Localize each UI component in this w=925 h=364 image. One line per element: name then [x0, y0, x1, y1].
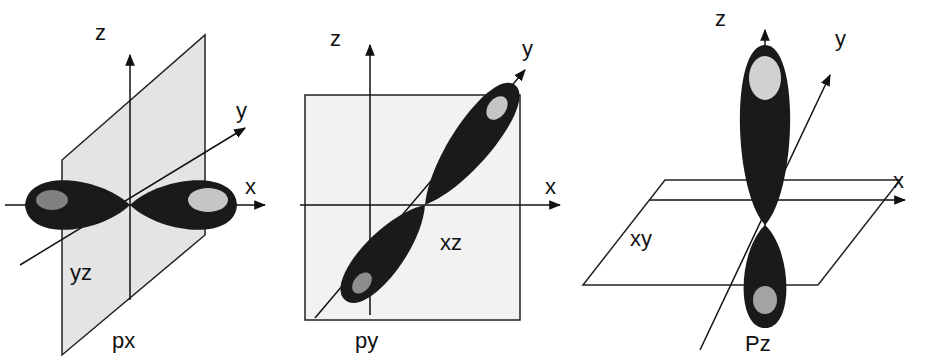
orbital-lobe — [740, 45, 790, 225]
orbital-label: py — [355, 330, 378, 352]
z-axis — [129, 55, 131, 300]
axis-label: y — [236, 100, 247, 122]
axis-label: z — [95, 22, 106, 44]
y-axis — [20, 128, 245, 265]
axis-label: x — [893, 170, 904, 192]
orbital-lobe — [425, 83, 520, 205]
orbital-lobe — [744, 225, 787, 328]
orbital-label: px — [112, 330, 135, 352]
xy-plane — [583, 180, 900, 285]
axis-label: y — [522, 38, 533, 60]
lobe-highlight — [482, 92, 512, 124]
plane-label: xy — [630, 228, 652, 250]
axis-label: y — [835, 28, 846, 50]
lobe-highlight — [348, 269, 376, 298]
plane-label: yz — [70, 262, 92, 284]
axis-label: z — [715, 8, 726, 30]
lobe-highlight — [188, 188, 228, 212]
orbital-lobe — [130, 180, 237, 230]
plane-label: xz — [440, 232, 462, 254]
lobe-highlight — [749, 56, 781, 100]
px-panel — [5, 35, 265, 355]
py-panel — [300, 45, 560, 320]
lobe-highlight — [753, 286, 777, 314]
orbital-lobe — [340, 205, 425, 303]
orbital-lobe — [25, 180, 130, 230]
lobe-highlight — [36, 190, 68, 210]
y-axis — [315, 70, 525, 318]
axis-label: x — [545, 176, 556, 198]
axis-label: z — [330, 28, 341, 50]
orbital-label: Pz — [745, 333, 771, 355]
pz-panel — [583, 30, 905, 350]
x-axis — [300, 204, 560, 206]
axis-label: x — [245, 176, 256, 198]
